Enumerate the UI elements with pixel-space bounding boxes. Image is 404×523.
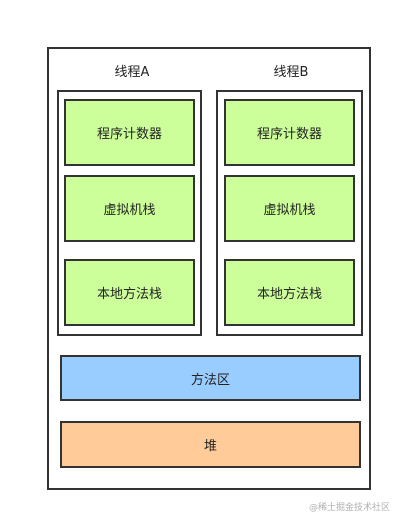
heap-area: 堆 xyxy=(60,421,361,468)
thread-b-title: 线程B xyxy=(273,65,309,80)
thread-b-vm-stack: 虚拟机栈 xyxy=(224,175,355,242)
watermark-text: @稀土掘金技术社区 xyxy=(308,503,390,513)
thread-b-native-method-stack: 本地方法栈 xyxy=(224,259,355,326)
method-area: 方法区 xyxy=(60,355,361,401)
thread-a-native-method-stack: 本地方法栈 xyxy=(64,259,195,326)
thread-a-program-counter: 程序计数器 xyxy=(64,99,195,166)
thread-a-title: 线程A xyxy=(114,65,150,80)
thread-b-program-counter: 程序计数器 xyxy=(224,99,355,166)
thread-a-vm-stack: 虚拟机栈 xyxy=(64,175,195,242)
